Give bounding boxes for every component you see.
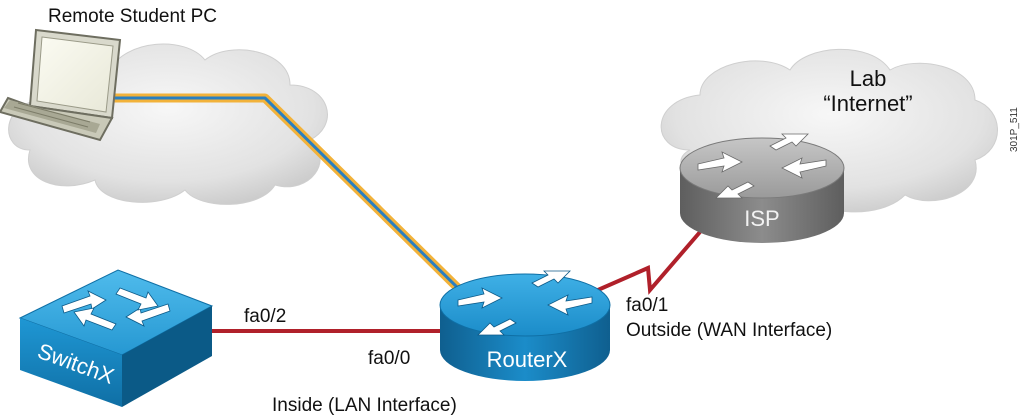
- inside-lan-label: Inside (LAN Interface): [272, 395, 457, 416]
- remote-pc-label: Remote Student PC: [48, 6, 217, 27]
- laptop-icon: [0, 28, 122, 142]
- switch-icon: SwitchX: [18, 269, 214, 407]
- vpn-tunnel-link: [98, 93, 469, 299]
- isp-label: ISP: [744, 206, 779, 231]
- lab-internet-label-line2: “Internet”: [823, 91, 912, 116]
- router-icon: ISP: [679, 133, 845, 243]
- outside-wan-label: Outside (WAN Interface): [626, 320, 832, 341]
- fa0-2-label: fa0/2: [244, 306, 286, 327]
- figure-id: 301P_511: [1009, 107, 1020, 152]
- router-label: RouterX: [487, 347, 568, 372]
- lab-internet-label-line1: Lab: [850, 66, 887, 91]
- fa0-1-label: fa0/1: [626, 295, 668, 316]
- wan-serial-link: [574, 230, 702, 302]
- fa0-0-label: fa0/0: [368, 348, 410, 369]
- router-icon: RouterX: [439, 270, 611, 381]
